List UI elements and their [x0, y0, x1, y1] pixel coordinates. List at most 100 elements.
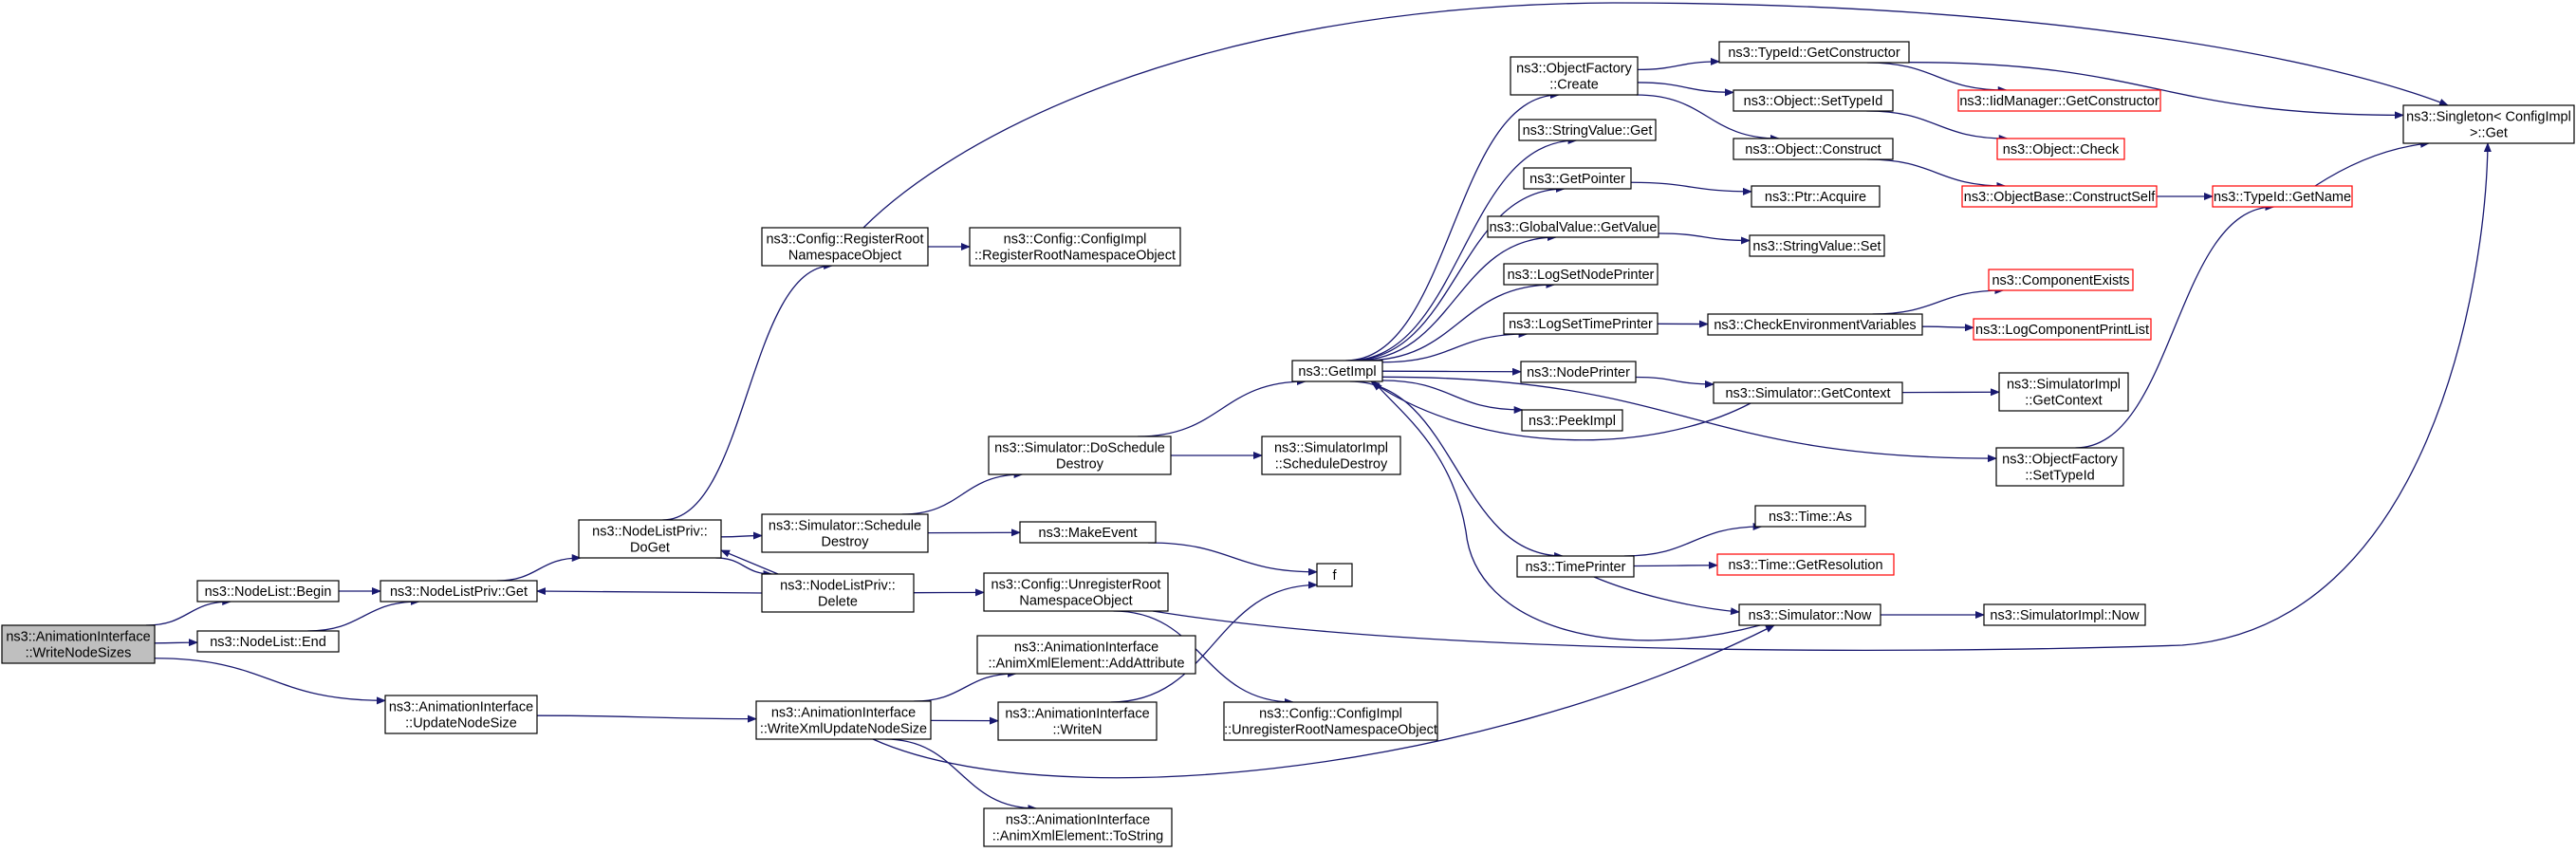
node-obj_check[interactable]: ns3::Object::Check	[1996, 138, 2125, 160]
node-label: ns3::AnimationInterface	[771, 706, 916, 721]
node-cfgimpl_reg[interactable]: ns3::Config::ConfigImpl::RegisterRootNam…	[969, 227, 1181, 267]
node-logsetnode[interactable]: ns3::LogSetNodePrinter	[1503, 263, 1659, 286]
node-make_event[interactable]: ns3::MakeEvent	[1019, 521, 1157, 544]
node-label: ns3::GetImpl	[1298, 364, 1376, 380]
node-iidmgr_getctor[interactable]: ns3::IidManager::GetConstructor	[1957, 89, 2161, 112]
edge-of_settypeid-to-typeid_getname	[2075, 203, 2275, 449]
node-obj_settypeid[interactable]: ns3::Object::SetTypeId	[1733, 89, 1894, 112]
node-label: ns3::SimulatorImpl	[2007, 378, 2121, 393]
node-comp_exists[interactable]: ns3::ComponentExists	[1988, 269, 2134, 291]
edge-getimpl-to-timeprinter	[1349, 380, 1565, 560]
edge-getimpl-to-getpointer	[1350, 185, 1566, 362]
node-label: ::RegisterRootNamespaceObject	[974, 249, 1176, 264]
edge-getimpl-to-of_create	[1345, 91, 1560, 362]
node-sim_sched_destroy[interactable]: ns3::Simulator::ScheduleDestroy	[761, 513, 929, 553]
node-simimpl_sched_destroy[interactable]: ns3::SimulatorImpl::ScheduleDestroy	[1261, 436, 1401, 475]
edge-getimpl-to-strval_get	[1347, 137, 1578, 362]
node-simimpl_now[interactable]: ns3::SimulatorImpl::Now	[1983, 603, 2146, 626]
node-logsettime[interactable]: ns3::LogSetTimePrinter	[1503, 312, 1659, 335]
node-ai_writexml[interactable]: ns3::AnimationInterface::WriteXmlUpdateN…	[755, 700, 932, 740]
node-f[interactable]: f	[1316, 563, 1353, 587]
node-cfg_reg[interactable]: ns3::Config::RegisterRootNamespaceObject	[761, 227, 929, 267]
node-box	[1316, 563, 1353, 587]
node-label: ns3::NodeListPriv::Get	[390, 584, 528, 600]
edge-nlp_delete-to-nlp_doget	[720, 549, 779, 575]
node-getpointer[interactable]: ns3::GetPointer	[1523, 167, 1632, 190]
node-label: NamespaceObject	[1019, 594, 1132, 609]
node-label: ::WriteNodeSizes	[26, 646, 132, 661]
node-simimpl_getcontext[interactable]: ns3::SimulatorImpl::GetContext	[1998, 372, 2129, 412]
node-strval_get[interactable]: ns3::StringValue::Get	[1518, 119, 1657, 141]
node-peekimpl[interactable]: ns3::PeekImpl	[1521, 409, 1623, 432]
node-singleton_get[interactable]: ns3::Singleton< ConfigImpl >::Get	[2402, 104, 2575, 144]
node-ptr_acquire[interactable]: ns3::Ptr::Acquire	[1751, 185, 1881, 208]
edge-getimpl-to-logsetnode	[1363, 281, 1556, 362]
node-ai_addattr[interactable]: ns3::AnimationInterface::AnimXmlElement:…	[976, 635, 1196, 675]
node-obj_construct[interactable]: ns3::Object::Construct	[1733, 138, 1894, 160]
node-box	[1503, 263, 1659, 286]
node-label: ns3::Object::Construct	[1745, 142, 1881, 158]
node-typeid_getname[interactable]: ns3::TypeId::GetName	[2212, 185, 2353, 208]
node-logcomp_printlist[interactable]: ns3::LogComponentPrintList	[1973, 318, 2152, 341]
edge-root-to-ai_update	[154, 658, 386, 705]
node-cfgimpl_unreg[interactable]: ns3::Config::ConfigImpl::UnregisterRootN…	[1223, 701, 1438, 741]
node-label: ::UnregisterRootNamespaceObject	[1224, 723, 1437, 738]
node-strval_set[interactable]: ns3::StringValue::Set	[1749, 234, 1885, 257]
node-box	[1733, 89, 1894, 112]
node-objbase_constructself[interactable]: ns3::ObjectBase::ConstructSelf	[1961, 185, 2158, 208]
node-box	[1749, 234, 1885, 257]
node-box	[2212, 185, 2353, 208]
node-time_as[interactable]: ns3::Time::As	[1754, 505, 1866, 528]
node-box	[1510, 56, 1639, 96]
node-box	[1988, 269, 2134, 291]
node-nlp_doget[interactable]: ns3::NodeListPriv::DoGet	[578, 519, 722, 559]
node-nlp_delete[interactable]: ns3::NodeListPriv::Delete	[761, 573, 915, 613]
node-box	[988, 436, 1172, 475]
node-sim_now[interactable]: ns3::Simulator::Now	[1738, 603, 1881, 626]
edge-of_create-to-obj_settypeid	[1637, 82, 1734, 97]
node-check_env[interactable]: ns3::CheckEnvironmentVariables	[1707, 313, 1923, 336]
node-timeprinter[interactable]: ns3::TimePrinter	[1516, 555, 1635, 578]
node-getimpl[interactable]: ns3::GetImpl	[1291, 360, 1383, 382]
node-box	[1019, 521, 1157, 544]
node-box	[997, 701, 1158, 741]
node-ai_writen[interactable]: ns3::AnimationInterface::WriteN	[997, 701, 1158, 741]
edge-sim_now-to-getimpl	[1373, 380, 1761, 641]
node-of_settypeid[interactable]: ns3::ObjectFactory::SetTypeId	[1995, 447, 2124, 487]
edge-nlp_doget-to-sim_sched_destroy	[720, 531, 763, 540]
node-nl_begin[interactable]: ns3::NodeList::Begin	[196, 580, 340, 603]
edge-sim_getcontext-to-getimpl	[1370, 380, 1751, 441]
node-label: ns3::AnimationInterface	[1005, 707, 1149, 722]
node-nlp_get[interactable]: ns3::NodeListPriv::Get	[380, 580, 538, 603]
node-label: ns3::TypeId::GetName	[2214, 190, 2351, 205]
node-gv_getvalue[interactable]: ns3::GlobalValue::GetValue	[1487, 215, 1659, 238]
node-box	[196, 630, 340, 653]
node-label: ::Create	[1549, 78, 1599, 93]
edge-getpointer-to-ptr_acquire	[1630, 181, 1752, 195]
node-of_create[interactable]: ns3::ObjectFactory::Create	[1510, 56, 1639, 96]
node-cfg_unreg[interactable]: ns3::Config::UnregisterRootNamespaceObje…	[983, 572, 1169, 612]
node-sim_getcontext[interactable]: ns3::Simulator::GetContext	[1713, 381, 1903, 404]
node-label: ::WriteN	[1052, 723, 1102, 738]
node-box	[1713, 381, 1903, 404]
node-label: ns3::Object::SetTypeId	[1744, 94, 1883, 109]
node-root[interactable]: ns3::AnimationInterface::WriteNodeSizes	[1, 624, 156, 664]
node-typeid_getctor[interactable]: ns3::TypeId::GetConstructor	[1718, 41, 1910, 64]
edge-getimpl-to-gv_getvalue	[1354, 233, 1558, 362]
node-box	[1754, 505, 1866, 528]
node-box	[761, 513, 929, 553]
node-label: ns3::AnimationInterface	[6, 630, 150, 645]
node-nodeprinter[interactable]: ns3::NodePrinter	[1520, 361, 1637, 383]
node-time_getres[interactable]: ns3::Time::GetResolution	[1716, 553, 1895, 576]
node-nl_end[interactable]: ns3::NodeList::End	[196, 630, 340, 653]
node-box	[761, 227, 929, 267]
node-label: ns3::NodeList::End	[210, 635, 326, 650]
edge-timeprinter-to-sim_now	[1593, 576, 1740, 616]
node-label: ::UpdateNodeSize	[405, 716, 517, 732]
node-box	[1738, 603, 1881, 626]
node-ai_tostring[interactable]: ns3::AnimationInterface::AnimXmlElement:…	[983, 807, 1173, 847]
node-label: ::WriteXmlUpdateNodeSize	[760, 722, 927, 737]
node-label: ::AnimXmlElement::AddAttribute	[988, 657, 1184, 672]
node-ai_update[interactable]: ns3::AnimationInterface::UpdateNodeSize	[384, 695, 538, 734]
